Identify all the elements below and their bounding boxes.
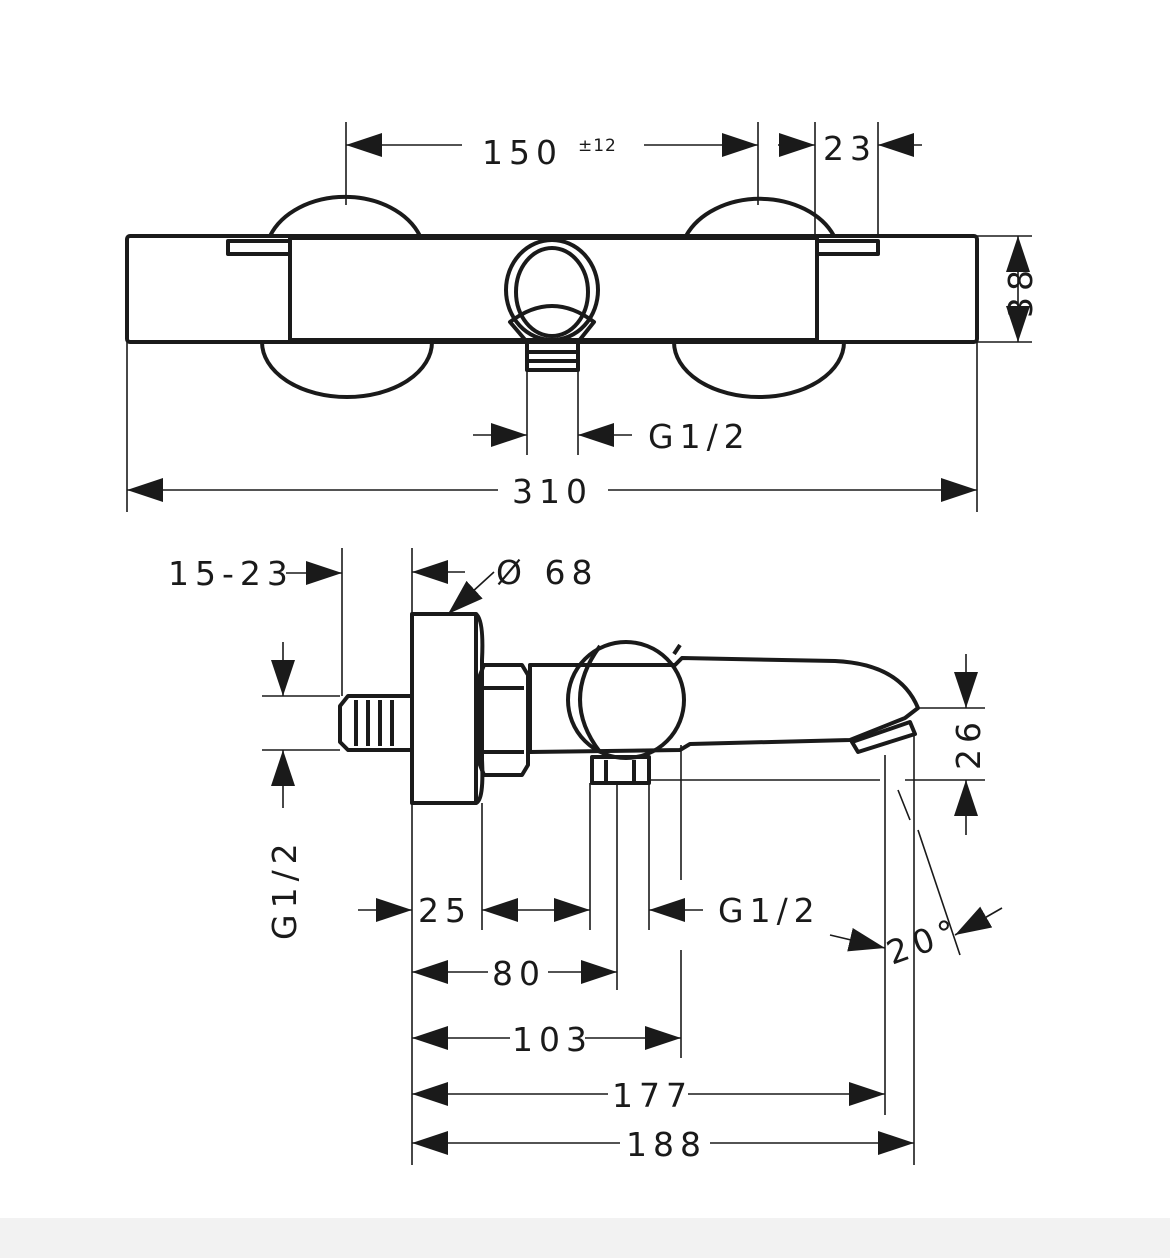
dim-wall-distance: 15-23 bbox=[168, 554, 294, 593]
dim-outlet-thread: G1/2 bbox=[648, 417, 751, 456]
aerator bbox=[850, 720, 917, 754]
wall-plate bbox=[410, 612, 478, 805]
dim-188: 188 bbox=[626, 1125, 707, 1164]
dim-23: 23 bbox=[823, 129, 877, 168]
dim-outlet-thread: G1/2 bbox=[718, 891, 821, 930]
mixer-body bbox=[125, 234, 979, 344]
dim-inlet-thread: G1/2 bbox=[265, 837, 304, 940]
bottom-nut bbox=[590, 755, 651, 785]
dim-103: 103 bbox=[512, 1020, 593, 1059]
dim-angle: 20° bbox=[881, 910, 966, 973]
dim-plate-diameter: Ø 68 bbox=[496, 553, 598, 592]
dim-310: 310 bbox=[512, 472, 593, 511]
dim-tolerance: ±12 bbox=[578, 136, 617, 156]
dim-25: 25 bbox=[418, 891, 472, 930]
hex-nut bbox=[478, 663, 530, 777]
left-handle-top bbox=[268, 194, 422, 237]
spout bbox=[528, 656, 920, 754]
left-handle-bottom bbox=[260, 341, 434, 399]
outlet-connector bbox=[525, 340, 580, 372]
dim-spout-height: 26 bbox=[949, 716, 988, 770]
hose-hook bbox=[504, 238, 600, 342]
right-handle-bottom bbox=[672, 341, 846, 399]
mixer-center-body bbox=[288, 236, 819, 342]
side-view: 15-23 Ø 68 G1/2 26 25 G1/2 20° 80 103 bbox=[168, 548, 1003, 1165]
dim-80: 80 bbox=[492, 954, 546, 993]
thermostat-knob bbox=[566, 640, 686, 760]
top-view: 150 ±12 23 38 G1/2 310 bbox=[125, 122, 1040, 512]
left-tab bbox=[226, 239, 292, 256]
dim-150: 150 bbox=[482, 133, 563, 172]
dim-177: 177 bbox=[612, 1076, 693, 1115]
page-footer-strip bbox=[0, 1218, 1170, 1258]
right-tab bbox=[815, 239, 880, 256]
dim-38: 38 bbox=[1001, 264, 1040, 318]
inlet-thread bbox=[338, 694, 412, 752]
right-handle-top bbox=[684, 196, 836, 237]
